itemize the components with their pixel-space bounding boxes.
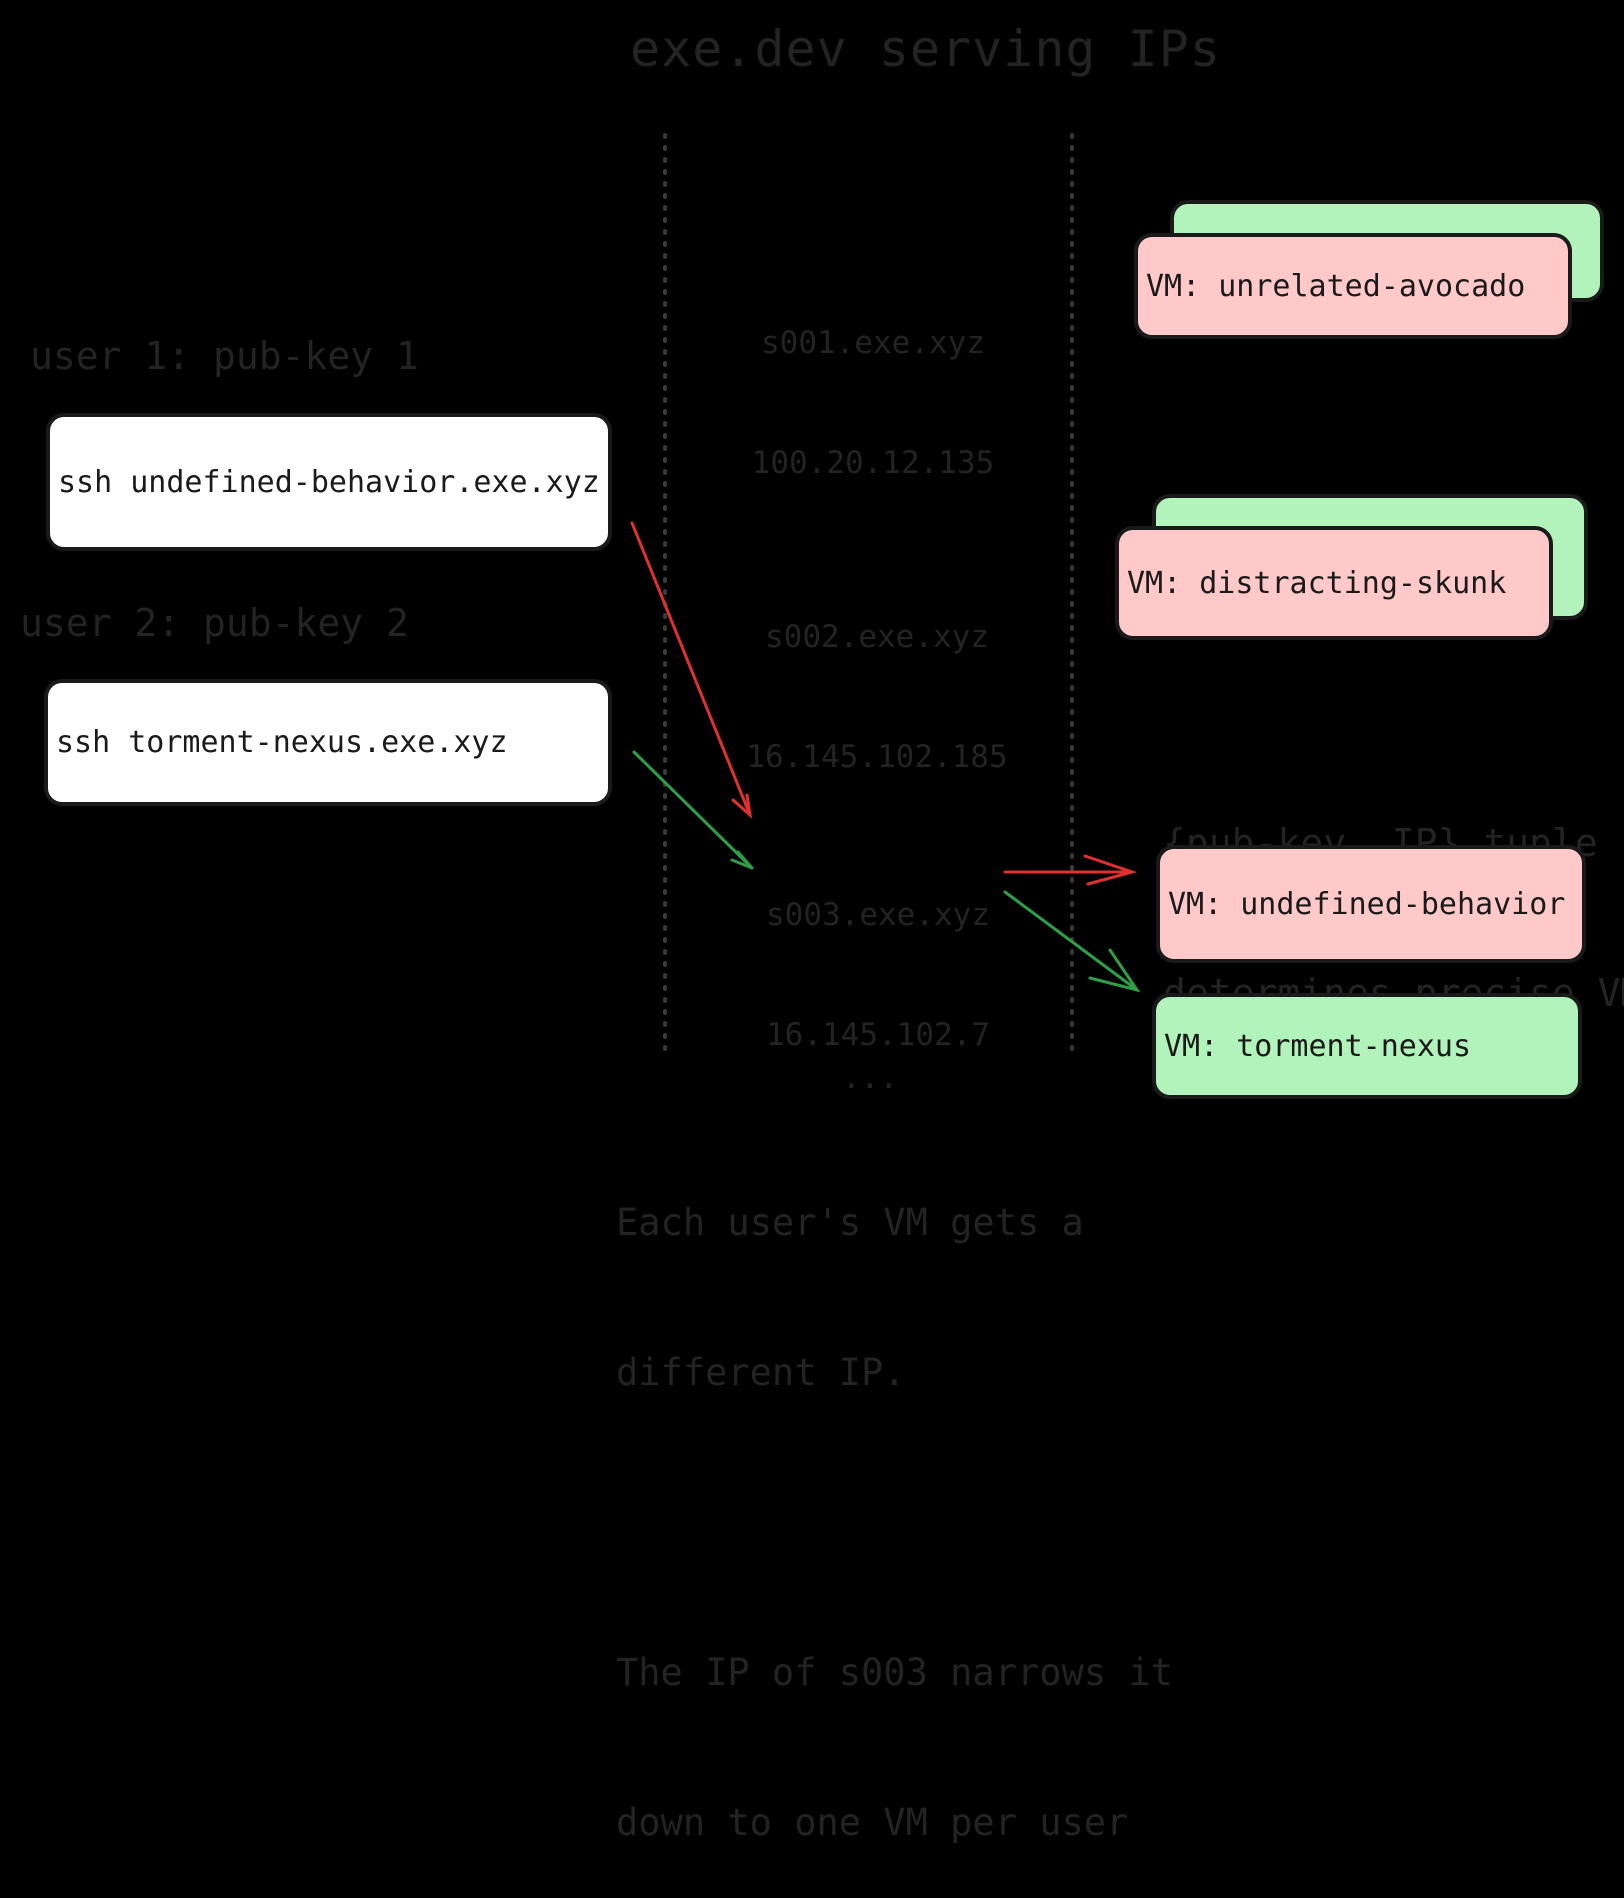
server-s003-ip: 16.145.102.7 <box>766 1017 990 1053</box>
user-2-label: user 2: pub-key 2 <box>20 601 409 645</box>
bottom-note: Each user's VM gets a different IP. The … <box>616 1098 1173 1898</box>
ssh-command-user-2-text: ssh torment-nexus.exe.xyz <box>56 725 508 760</box>
bottom-note-line-4: down to one VM per user <box>616 1801 1129 1844</box>
vm-torment-nexus-text: VM: torment-nexus <box>1164 1028 1472 1064</box>
ssh-command-user-1: ssh undefined-behavior.exe.xyz <box>46 413 612 551</box>
vm-undefined-behavior: VM: undefined-behavior <box>1156 845 1586 963</box>
diagram-title: exe.dev serving IPs <box>630 20 1221 78</box>
vm-unrelated-avocado-text: VM: unrelated-avocado <box>1146 268 1526 304</box>
bottom-note-spacer <box>616 1498 1173 1548</box>
vm-distracting-skunk: VM: distracting-skunk <box>1115 526 1553 640</box>
server-s002-host: s002.exe.xyz <box>765 619 989 655</box>
bottom-note-line-3: The IP of s003 narrows it <box>616 1651 1173 1694</box>
server-more-ellipsis: ... <box>710 978 1030 1138</box>
bottom-note-line-2: different IP. <box>616 1351 906 1394</box>
server-more-text: ... <box>842 1060 898 1096</box>
server-s003: s003.exe.xyz 16.145.102.7 <box>718 815 1038 1095</box>
server-s001: s001.exe.xyz 100.20.12.135 <box>713 243 1033 523</box>
ssh-command-user-2: ssh torment-nexus.exe.xyz <box>44 679 612 806</box>
server-s002-ip: 16.145.102.185 <box>746 739 1008 775</box>
ssh-command-user-1-text: ssh undefined-behavior.exe.xyz <box>58 464 600 500</box>
server-s001-ip: 100.20.12.135 <box>751 445 995 481</box>
vm-unrelated-avocado: VM: unrelated-avocado <box>1134 233 1572 339</box>
bottom-note-line-1: Each user's VM gets a <box>616 1201 1084 1244</box>
vm-undefined-behavior-text: VM: undefined-behavior <box>1168 886 1566 922</box>
vm-distracting-skunk-text: VM: distracting-skunk <box>1127 565 1507 601</box>
server-s003-host: s003.exe.xyz <box>766 897 990 933</box>
server-s001-host: s001.exe.xyz <box>761 325 985 361</box>
vm-torment-nexus: VM: torment-nexus <box>1152 993 1582 1099</box>
user-1-label: user 1: pub-key 1 <box>30 334 419 378</box>
server-s002: s002.exe.xyz 16.145.102.185 <box>717 537 1037 817</box>
